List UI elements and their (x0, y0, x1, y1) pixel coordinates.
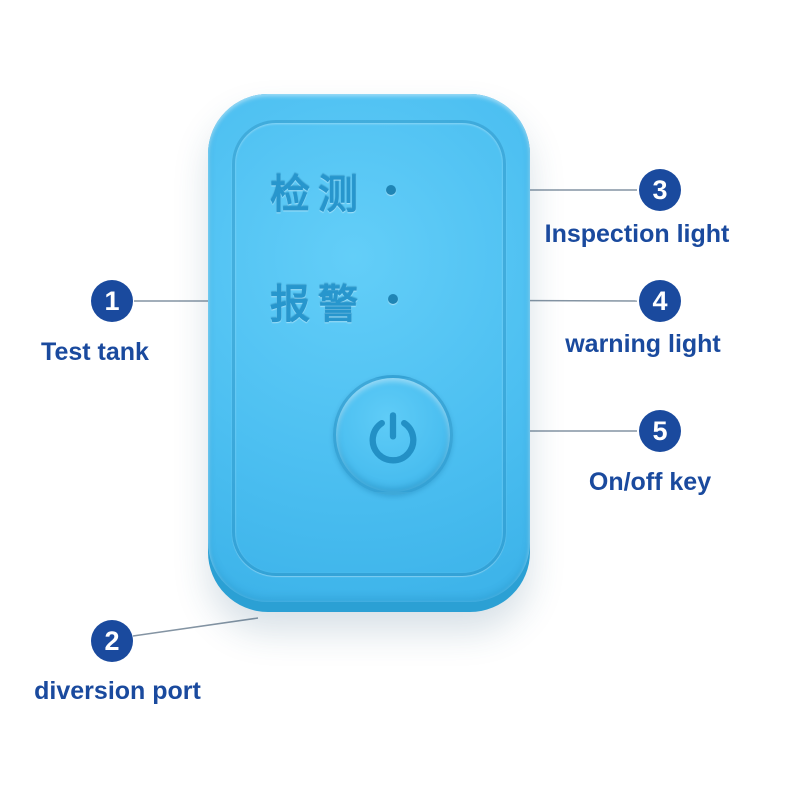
callout-line-2 (132, 617, 259, 637)
callout-badge-3: 3 (639, 169, 681, 211)
device-body: 检测 报警 (208, 94, 530, 612)
callout-label-test-tank: Test tank (41, 338, 149, 366)
alarm-label-cn: 报警 (270, 283, 366, 327)
callout-badge-5: 5 (639, 410, 681, 452)
inspection-label-cn: 检测 (270, 173, 366, 217)
callout-badge-1: 1 (91, 280, 133, 322)
alarm-led-dot-icon (388, 294, 398, 304)
callout-label-diversion-port: diversion port (34, 677, 201, 705)
callout-badge-2: 2 (91, 620, 133, 662)
callout-label-on-off-key: On/off key (588, 468, 712, 496)
callout-label-warning-light: warning light (565, 330, 721, 358)
power-icon (369, 412, 417, 464)
panel-groove (232, 120, 506, 576)
callout-label-inspection-light: Inspection light (544, 220, 730, 248)
power-button (333, 375, 453, 495)
inspection-led-dot-icon (386, 185, 396, 195)
device-front-panel: 检测 报警 (208, 94, 530, 602)
callout-badge-4: 4 (639, 280, 681, 322)
